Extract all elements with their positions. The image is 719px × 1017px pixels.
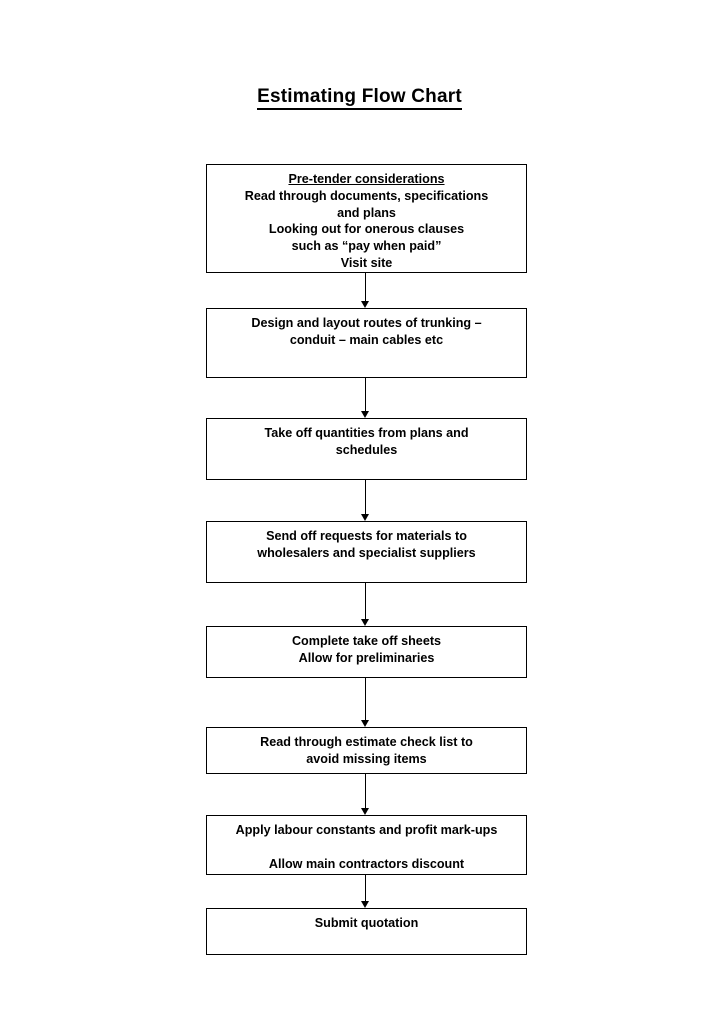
flow-node-line: Apply labour constants and profit mark-u… [235,823,498,837]
flow-node-line: Design and layout routes of trunking – [251,316,482,330]
flow-connector-arrow [359,378,372,418]
flow-node-line: Submit quotation [314,916,419,930]
flow-node-read-through-estimate-check-list[interactable]: Read through estimate check list to avoi… [206,727,527,774]
arrow-head-icon [361,514,369,521]
flow-node-line: Looking out for onerous clauses [268,222,465,237]
arrow-head-icon [361,411,369,418]
flow-connector-arrow [359,273,372,308]
connector-stem [365,273,366,301]
page-title-text: Estimating Flow Chart [257,86,462,110]
flow-connector-arrow [359,678,372,727]
flow-node-line-spacer [207,839,526,856]
flow-node-complete-take-off-sheets[interactable]: Complete take off sheets Allow for preli… [206,626,527,678]
arrow-head-icon [361,619,369,626]
flow-connector-arrow [359,774,372,815]
flow-node-line: such as “pay when paid” [291,239,442,254]
flow-node-design-and-layout-routes[interactable]: Design and layout routes of trunking – c… [206,308,527,378]
flow-connector-arrow [359,583,372,626]
flow-node-line: Send off requests for materials to [266,529,467,543]
flow-node-line: Read through estimate check list to [260,735,473,749]
flow-node-send-off-requests[interactable]: Send off requests for materials to whole… [206,521,527,583]
connector-stem [365,378,366,411]
connector-stem [365,774,366,808]
flow-node-line: conduit – main cables etc [289,332,444,347]
flow-node-line: Complete take off sheets [291,634,442,648]
arrow-head-icon [361,301,369,308]
flow-node-line: Visit site [340,255,393,270]
flow-connector-arrow [359,480,372,521]
flow-node-submit-quotation[interactable]: Submit quotation [206,908,527,955]
connector-stem [365,583,366,619]
arrow-head-icon [361,720,369,727]
flow-node-take-off-quantities[interactable]: Take off quantities from plans and sched… [206,418,527,480]
flow-node-pre-tender-considerations[interactable]: Pre-tender considerations Read through d… [206,164,527,273]
flow-node-line: Take off quantities from plans and [264,426,469,440]
arrow-head-icon [361,901,369,908]
flow-node-line: Pre-tender considerations [288,172,445,186]
flow-node-line: Read through documents, specifications [244,188,489,203]
flow-node-line: and plans [337,205,396,220]
connector-stem [365,678,366,720]
arrow-head-icon [361,808,369,815]
connector-stem [365,875,366,901]
flow-node-line: Allow for preliminaries [298,650,435,665]
flow-node-line: schedules [335,442,398,457]
flow-node-line: avoid missing items [306,751,427,766]
page-title: Estimating Flow Chart [0,86,719,110]
flow-node-apply-labour-constants[interactable]: Apply labour constants and profit mark-u… [206,815,527,875]
flow-node-line: Allow main contractors discount [268,856,465,871]
flow-node-line: wholesalers and specialist suppliers [257,545,476,560]
flow-connector-arrow [359,875,372,908]
connector-stem [365,480,366,514]
